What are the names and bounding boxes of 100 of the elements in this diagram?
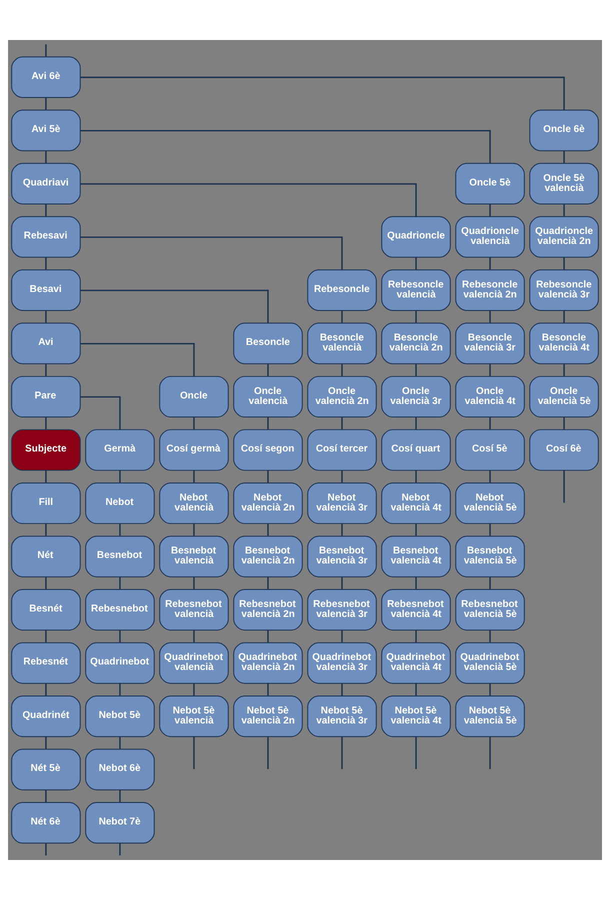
connector: [489, 310, 491, 323]
connector: [193, 524, 195, 536]
node-box: Cosí 6è: [529, 429, 599, 471]
connector: [80, 76, 565, 110]
node-box: Nebot 5è valencià 4t: [381, 695, 451, 738]
connector: [563, 150, 565, 164]
node-box: Oncle valencià 2n: [307, 376, 377, 418]
connector: [341, 417, 343, 430]
connector: [80, 183, 417, 217]
connector: [45, 843, 47, 856]
connector: [563, 364, 565, 376]
node-box: Besnebot valencià: [159, 536, 229, 578]
connector: [119, 790, 121, 802]
node-box: Nebot 5è valencià 5è: [455, 695, 525, 738]
node-box: Quadrinebot valencià 4t: [381, 642, 451, 684]
node-box: Besnebot valencià 5è: [455, 536, 525, 578]
connector: [45, 790, 47, 802]
connector: [45, 736, 47, 749]
node-box: Rebesnebot valencià: [159, 588, 229, 631]
node-box: Besnebot valencià 4t: [381, 536, 451, 578]
connector: [489, 524, 491, 536]
node-box: Quadrinebot valencià 2n: [233, 642, 303, 684]
connector: [119, 630, 121, 642]
node-box: Rebesnebot valencià 5è: [455, 588, 525, 631]
connector: [45, 683, 47, 696]
connector: [80, 130, 491, 164]
node-box: Quadriavi: [11, 162, 81, 205]
connector: [267, 630, 269, 642]
connector: [341, 310, 343, 323]
connector: [193, 470, 195, 483]
node-box: Nebot 5è: [85, 695, 155, 738]
connector: [119, 843, 121, 856]
node-box: Quadrinebot: [85, 642, 155, 684]
connector: [489, 736, 491, 770]
connector: [80, 396, 121, 430]
node-box: Rebesnét: [11, 642, 81, 684]
connector: [563, 204, 565, 216]
connector: [193, 417, 195, 430]
node-box: Quadrinebot valencià 5è: [455, 642, 525, 684]
connector: [563, 417, 565, 430]
node-box: Nebot 5è valencià 2n: [233, 695, 303, 738]
connector: [415, 364, 417, 376]
connector: [267, 736, 269, 770]
connector: [489, 576, 491, 590]
connector: [341, 470, 343, 483]
connector: [563, 310, 565, 323]
node-box: Rebesoncle: [307, 269, 377, 312]
connector: [489, 630, 491, 642]
connector: [267, 576, 269, 590]
node-box: Besoncle: [233, 322, 303, 364]
connector: [45, 524, 47, 536]
node-box: Rebesnebot valencià 2n: [233, 588, 303, 631]
connector: [119, 683, 121, 696]
node-box: Nebot valencià: [159, 482, 229, 524]
connector: [80, 236, 343, 270]
connector: [341, 576, 343, 590]
node-box: Nebot: [85, 482, 155, 524]
connector: [267, 524, 269, 536]
node-box: Germà: [85, 429, 155, 471]
node-box: Oncle valencià 5è: [529, 376, 599, 418]
connector: [45, 257, 47, 270]
connector: [267, 364, 269, 376]
node-box: Besavi: [11, 269, 81, 312]
connector: [415, 470, 417, 483]
node-box: Quadrioncle: [381, 216, 451, 258]
node-box: Rebesavi: [11, 216, 81, 258]
connector: [489, 470, 491, 483]
node-box: Rebesoncle valencià: [381, 269, 451, 312]
node-box: Cosí tercer: [307, 429, 377, 471]
node-box: Pare: [11, 376, 81, 418]
connector: [193, 683, 195, 696]
connector: [119, 736, 121, 749]
node-box: Avi 6è: [11, 56, 81, 98]
connector: [415, 257, 417, 270]
node-box: Rebesnebot valencià 3r: [307, 588, 377, 631]
connector: [415, 630, 417, 642]
node-box: Nét 6è: [11, 802, 81, 844]
node-box: Oncle: [159, 376, 229, 418]
connector: [80, 342, 195, 376]
node-box: Avi 5è: [11, 110, 81, 152]
node-box: Rebesnebot: [85, 588, 155, 631]
node-box: Oncle 6è: [529, 110, 599, 152]
connector: [80, 290, 269, 324]
connector: [119, 524, 121, 536]
connector: [45, 310, 47, 323]
node-box: Besoncle valencià 3r: [455, 322, 525, 364]
connector: [45, 576, 47, 590]
node-box: Besnét: [11, 588, 81, 631]
node-box: Oncle 5è valencià: [529, 162, 599, 205]
node-box: Besnebot valencià 3r: [307, 536, 377, 578]
node-box: Besnebot: [85, 536, 155, 578]
connector: [415, 576, 417, 590]
node-box: Quadrioncle valencià: [455, 216, 525, 258]
connector: [415, 310, 417, 323]
node-box: Oncle valencià 3r: [381, 376, 451, 418]
node-box: Fill: [11, 482, 81, 524]
node-box: Avi: [11, 322, 81, 364]
connector: [45, 364, 47, 376]
connector: [45, 204, 47, 216]
connector: [415, 524, 417, 536]
